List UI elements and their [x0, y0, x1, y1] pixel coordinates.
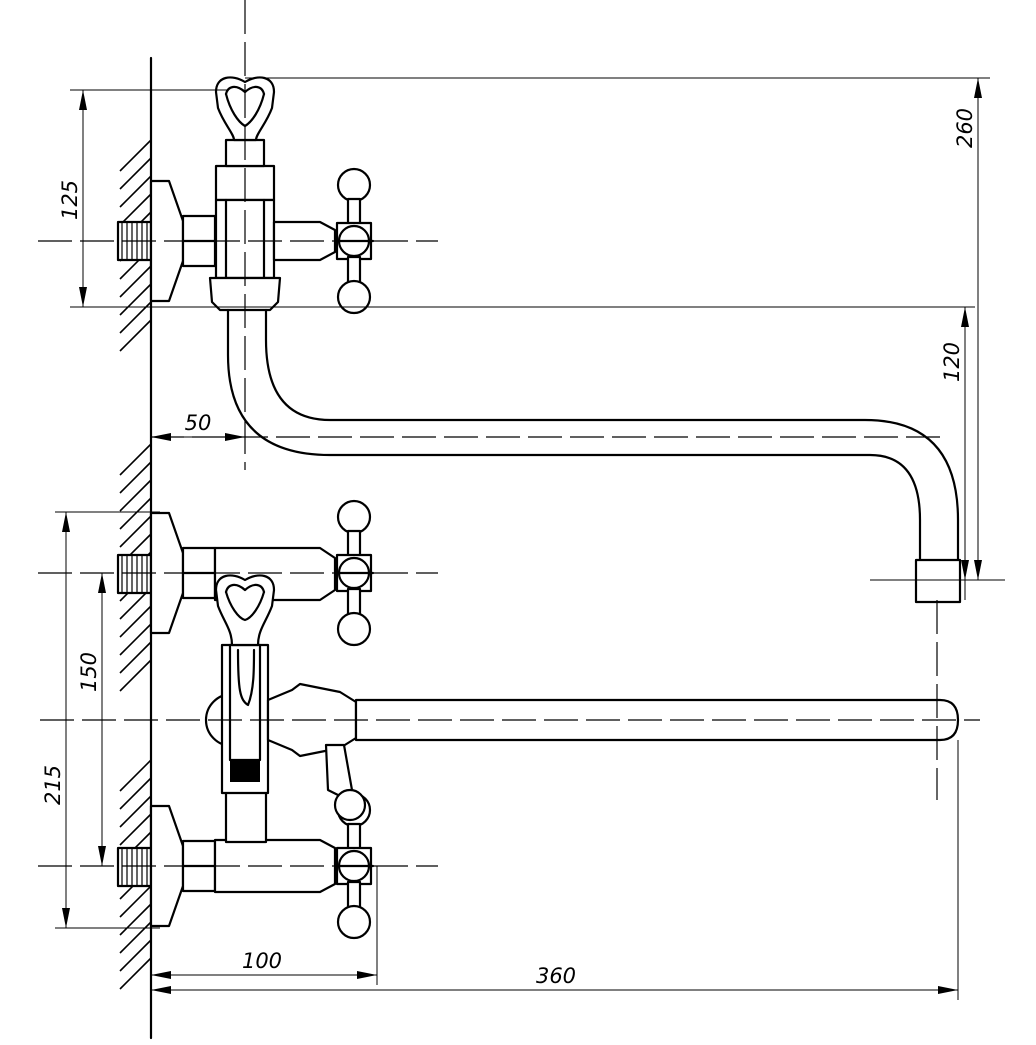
- dim-label-150: 150: [77, 652, 101, 692]
- dim-label-120: 120: [940, 342, 964, 382]
- wall-hatching-bottom: [119, 443, 152, 990]
- dim-label-360: 360: [536, 964, 576, 988]
- top-spout: [226, 308, 962, 604]
- dimension-labels: 260 120 125 50 215 150 100 360: [41, 108, 977, 988]
- top-body: [208, 76, 337, 312]
- bottom-spout: [266, 682, 960, 822]
- dim-label-125: 125: [58, 180, 82, 220]
- dim-label-50: 50: [185, 411, 212, 435]
- bottom-faucet: [116, 499, 960, 940]
- bottom-central-body: [204, 574, 276, 844]
- dim-label-100: 100: [242, 949, 282, 973]
- dimension-lines: [55, 77, 1005, 1000]
- wall: [119, 56, 153, 1040]
- bottom-lower-inlet-thread: [116, 846, 153, 888]
- center-lines: [38, 0, 980, 867]
- bottom-upper-inlet-thread: [116, 553, 153, 595]
- top-faucet: [116, 76, 962, 604]
- dim-label-260: 260: [953, 108, 977, 148]
- dim-label-215: 215: [41, 765, 65, 805]
